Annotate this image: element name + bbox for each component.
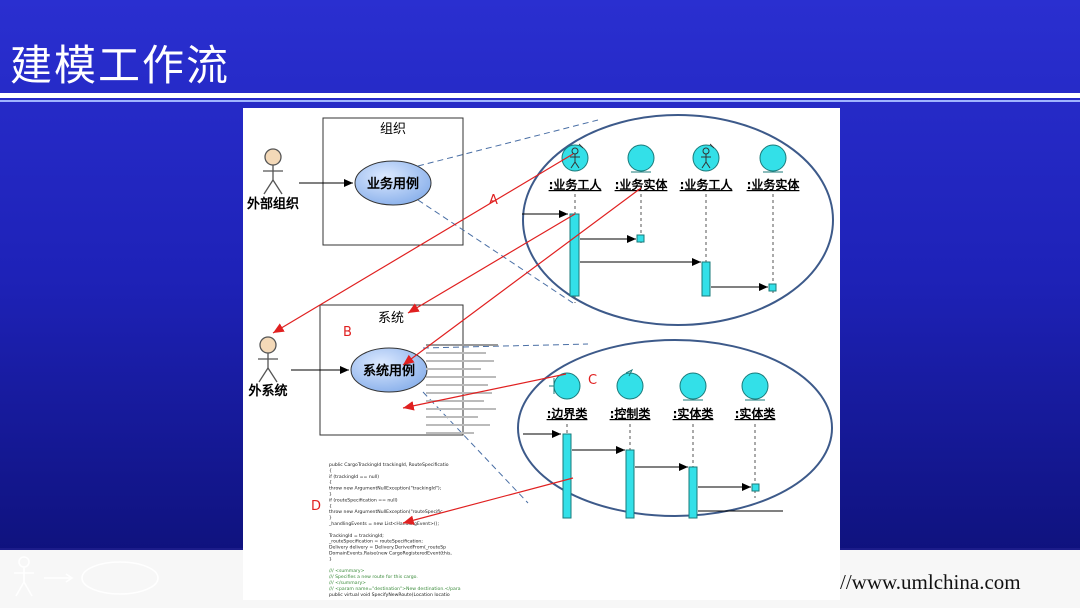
code-line: if (trackingId == null) (329, 474, 379, 480)
slide-title: 建模工作流 (10, 41, 231, 90)
marker-a: A (489, 193, 498, 208)
code-line: { (329, 480, 332, 486)
code-line: public virtual void SpecifyNewRoute(Loca… (329, 592, 450, 598)
lifeline-label: :业务实体 (747, 177, 801, 192)
workflow-diagram: 组织 业务用例 外部组织 (246, 114, 834, 598)
business-lifelines: :业务工人 :业务实体 :业务工人 :业务实体 (522, 143, 801, 303)
title-divider (0, 93, 1080, 98)
external-system-actor-icon (258, 336, 278, 383)
worker-glyph-icon (570, 143, 584, 169)
code-line: _handlingEvents = new List<HandlingEvent… (328, 521, 439, 527)
business-usecase-label: 业务用例 (367, 176, 419, 192)
title-divider-thin (0, 100, 1080, 102)
business-sequence-zoom (522, 114, 834, 326)
code-line: } (329, 556, 332, 562)
uml-logo (14, 556, 159, 597)
marker-c: C (588, 373, 597, 388)
code-line: public CargoTrackingId trackingId, Route… (329, 462, 449, 468)
code-line: { (329, 468, 332, 474)
system-package-label: 系统 (378, 311, 404, 326)
code-line: DomainEvents.Raise(new CargoRegisteredEv… (329, 551, 452, 557)
organization-package-label: 组织 (380, 122, 406, 137)
lifeline-label: :业务工人 (549, 177, 603, 192)
code-line: /// <param name="destination">New destin… (329, 586, 461, 592)
external-system-label: 外系统 (247, 383, 287, 399)
lifeline-label: :控制类 (610, 406, 652, 421)
external-org-actor-icon (263, 148, 283, 195)
code-line: _routeSpecification = routeSpecification… (328, 539, 423, 545)
code-line: { (329, 503, 332, 509)
lifeline-label: :业务工人 (680, 177, 734, 192)
organization-package (322, 117, 464, 246)
requirement-text-block (426, 344, 498, 434)
lifeline-label: :实体类 (673, 406, 715, 421)
code-snippet: public CargoTrackingId trackingId, Route… (328, 462, 461, 598)
code-line: } (329, 492, 332, 498)
business-usecase (354, 160, 432, 206)
diagram-panel: 组织 业务用例 外部组织 (243, 108, 840, 600)
external-org-label: 外部组织 (246, 196, 299, 212)
code-line: if (routeSpecification == null) (329, 497, 398, 503)
marker-b: B (343, 325, 352, 340)
lifeline-label: :业务实体 (615, 177, 669, 192)
trace-arrows (272, 153, 642, 525)
code-line: throw new ArgumentNullException("trackin… (329, 486, 442, 492)
system-usecase-label: 系统用例 (363, 363, 415, 379)
footer-url: //www.umlchina.com (840, 570, 1021, 594)
lifeline-label: :边界类 (547, 406, 589, 421)
code-line: TrackingId = trackingId; (328, 533, 384, 539)
code-line: /// Specifies a new route for this cargo… (329, 574, 418, 580)
system-lifelines: :边界类 :控制类 :实体类 :实体类 (523, 368, 783, 519)
lifeline-label: :实体类 (735, 406, 777, 421)
code-line: /// </summary> (329, 580, 366, 586)
code-line: Delivery delivery = Delivery.DerivedFrom… (329, 545, 446, 551)
marker-d: D (311, 499, 321, 514)
code-line: } (329, 515, 332, 521)
code-line: throw new ArgumentNullException("routeSp… (329, 509, 443, 515)
code-line: /// <summary> (329, 568, 365, 574)
